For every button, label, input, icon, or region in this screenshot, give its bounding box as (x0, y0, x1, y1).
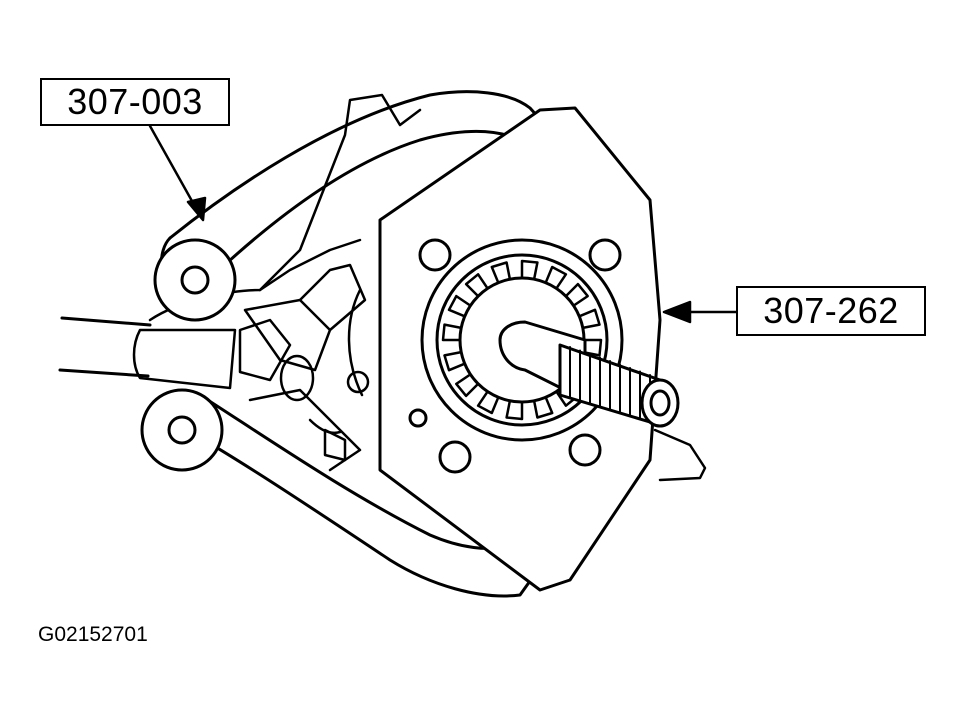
callout-tool-307-003: 307-003 (40, 78, 230, 126)
callout-tool-307-262: 307-262 (736, 286, 926, 336)
left-upper-roller (153, 238, 237, 322)
ring-tooth (532, 396, 554, 419)
ring-tooth (464, 273, 489, 298)
ring-tooth (476, 390, 500, 415)
ring-tooth (447, 294, 472, 318)
ring-tooth (544, 265, 568, 290)
ring-tooth (490, 261, 512, 284)
ring-tooth (505, 399, 524, 421)
cable-lines (58, 316, 152, 378)
ring-tooth (564, 282, 589, 307)
ring-tooth (455, 373, 480, 398)
output-shaft (498, 320, 680, 428)
figure-identifier: G02152701 (38, 623, 148, 646)
callout-label-307-262: 307-262 (763, 290, 899, 331)
leader-arrow-307-003 (148, 124, 207, 222)
ring-tooth (520, 259, 539, 281)
leader-arrow-307-262 (662, 300, 738, 324)
ring-tooth (441, 323, 463, 342)
ring-tooth (581, 338, 603, 357)
ring-tooth (443, 350, 466, 372)
ring-tooth (578, 308, 601, 330)
left-lower-roller (140, 388, 224, 472)
callout-label-307-003: 307-003 (67, 81, 203, 122)
